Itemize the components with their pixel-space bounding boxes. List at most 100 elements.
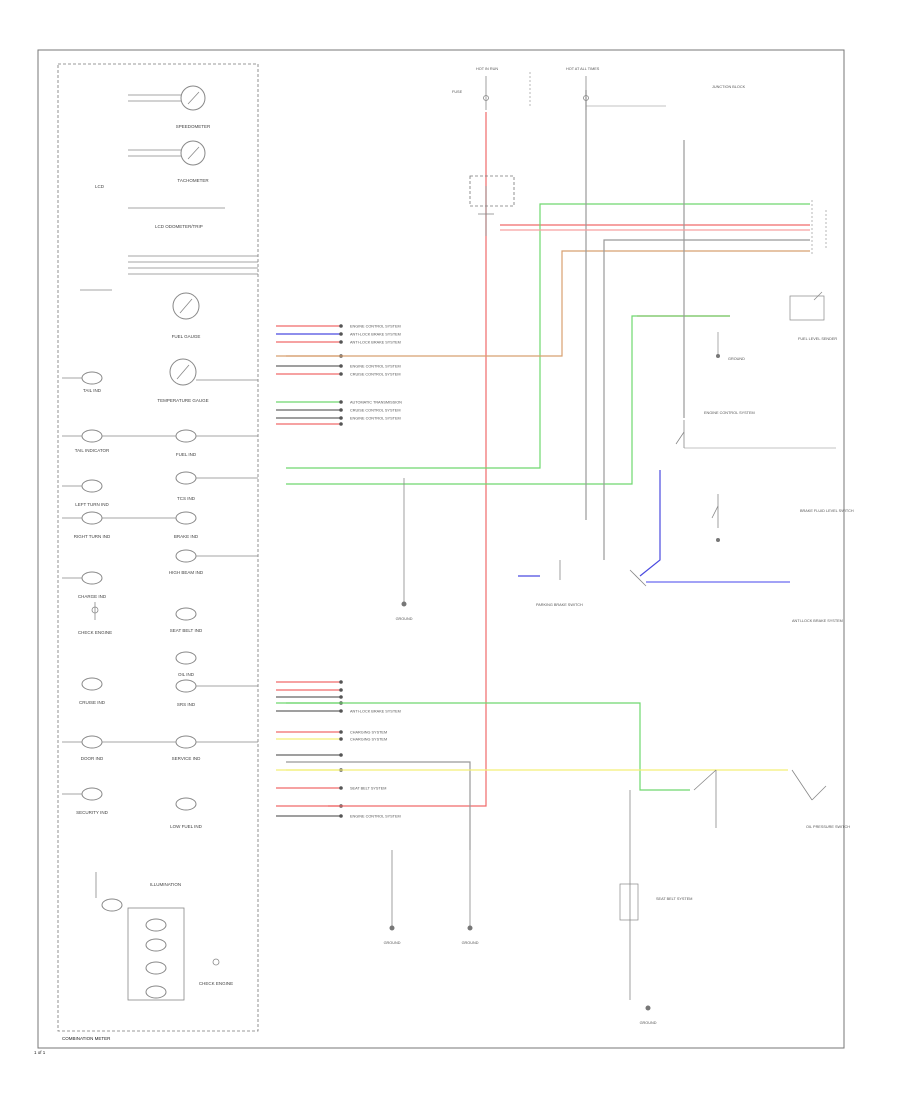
illumination-block: ILLUMINATION CHECK ENGINE <box>95 872 233 1001</box>
ground-center-1: GROUND <box>396 478 413 621</box>
lower-pin-terminal-2 <box>339 695 343 699</box>
srs-ind-bulb: SRS IND <box>175 679 258 707</box>
hot-at-all-times-label: HOT AT ALL TIMES <box>566 67 600 71</box>
brake-ind-label: BRAKE IND <box>174 534 199 539</box>
upper-pin-label-7: CRUISE CONTROL SYSTEM <box>350 409 401 413</box>
tcs-ind-label: TCS IND <box>177 496 196 501</box>
tail-ind-bulb: TAIL IND <box>62 371 103 393</box>
low-fuel-ind-label: LOW FUEL IND <box>170 824 203 829</box>
lower-connector-pins: ANTI-LOCK BRAKE SYSTEM CHARGING SYSTEM CHA… <box>276 680 401 819</box>
upper-connector-pins: ENGINE CONTROL SYSTEM ANTI-LOCK BRAKE SYS… <box>276 324 402 426</box>
srs-ind-label: SRS IND <box>177 702 196 707</box>
fuse-label-1: FUSE <box>452 90 463 94</box>
fuel-level-sender: FUEL LEVEL SENDER <box>789 291 837 341</box>
fuel-gauge-label: FUEL GAUGE <box>172 334 201 339</box>
fuel-ind-bulb: FUEL IND <box>102 429 258 457</box>
wire-red-main <box>328 112 487 807</box>
brake-ind-bulb: BRAKE IND <box>102 511 199 539</box>
upper-pin-terminal-5 <box>339 372 343 376</box>
ground-ecm: GROUND <box>716 332 745 361</box>
switch-upper-right: ENGINE CONTROL SYSTEM <box>675 411 836 449</box>
wire-green-1 <box>286 203 810 469</box>
tail-ind-label: TAIL IND <box>83 388 102 393</box>
diagram-frame <box>37 49 845 1049</box>
lower-pin-terminal-6 <box>339 737 343 741</box>
lower-pin-terminal-11 <box>339 814 343 818</box>
seat-belt-ind-label: SEAT BELT IND <box>170 628 203 633</box>
combination-meter-box <box>57 63 259 1032</box>
upper-pin-terminal-8 <box>339 416 343 420</box>
upper-pin-label-2: ANTI-LOCK BRAKE SYSTEM <box>350 341 401 345</box>
lower-pin-label-4: ANTI-LOCK BRAKE SYSTEM <box>350 710 401 714</box>
parking-brake-switch: PARKING BRAKE SWITCH ANTI-LOCK BRAKE SYS… <box>536 560 843 623</box>
upper-pin-label-5: CRUISE CONTROL SYSTEM <box>350 373 401 377</box>
fuse-top-right: HOT AT ALL TIMES <box>566 67 666 110</box>
tail-indicator-label: TAIL INDICATOR <box>75 448 110 453</box>
lcd-pin-label: LCD <box>95 184 105 189</box>
speedometer-label: SPEEDOMETER <box>176 124 211 129</box>
ground-center-2: GROUND <box>384 850 401 945</box>
ground-label-1: GROUND <box>728 357 745 361</box>
resistor-block <box>469 175 515 236</box>
upper-pin-label-8: ENGINE CONTROL SYSTEM <box>350 417 401 421</box>
lower-pin-terminal-1 <box>339 688 343 692</box>
parking-brake-switch-label: PARKING BRAKE SWITCH <box>536 603 583 607</box>
lower-pin-terminal-4 <box>339 709 343 713</box>
meter-harness-top <box>128 255 258 275</box>
right-turn-ind-bulb: RIGHT TURN IND <box>62 511 111 539</box>
upper-pin-label-6: AUTOMATIC TRANSMISSION <box>350 401 402 405</box>
lower-pin-label-9: SEAT BELT SYSTEM <box>350 787 386 791</box>
lower-pin-terminal-9 <box>339 786 343 790</box>
lower-pin-terminal-7 <box>339 753 343 757</box>
hot-in-run-label: HOT IN RUN <box>476 67 498 71</box>
wire-green-2 <box>286 315 730 485</box>
junction-block-label: JUNCTION BLOCK <box>712 85 746 89</box>
check-engine-sub-label: CHECK ENGINE <box>199 981 233 986</box>
upper-pin-terminal-4 <box>339 364 343 368</box>
lower-pin-terminal-0 <box>339 680 343 684</box>
temperature-gauge-label: TEMPERATURE GAUGE <box>157 398 208 403</box>
brake-fluid-switch: BRAKE FLUID LEVEL SWITCH <box>711 494 854 542</box>
service-ind-bulb: SERVICE IND <box>102 735 258 761</box>
left-turn-ind-label: LEFT TURN IND <box>75 502 109 507</box>
seat-belt-ind-bulb: SEAT BELT IND <box>170 607 203 633</box>
lower-pin-label-5: CHARGING SYSTEM <box>350 731 387 735</box>
wire-gray-1 <box>603 239 810 560</box>
ground-label-3: GROUND <box>384 941 401 945</box>
check-engine-label: CHECK ENGINE <box>78 630 112 635</box>
wire-orange <box>286 250 810 357</box>
wire-green-lower <box>286 702 690 791</box>
high-beam-ind-label: HIGH BEAM IND <box>169 570 204 575</box>
lower-pin-label-11: ENGINE CONTROL SYSTEM <box>350 815 401 819</box>
cruise-ind-bulb: CRUISE IND <box>79 677 106 705</box>
upper-pin-terminal-2 <box>339 340 343 344</box>
antilock-brake-label-r: ANTI-LOCK BRAKE SYSTEM <box>792 619 843 623</box>
security-ind-bulb: SECURITY IND <box>62 787 109 815</box>
ground-label-5: GROUND <box>640 1021 657 1025</box>
upper-pin-terminal-9 <box>339 422 343 426</box>
cruise-ind-label: CRUISE IND <box>79 700 106 705</box>
lower-pin-label-6: CHARGING SYSTEM <box>350 738 387 742</box>
door-ind-label: DOOR IND <box>81 756 104 761</box>
wire-gray-4 <box>286 761 471 850</box>
oil-pressure-switch: OIL PRESSURE SWITCH <box>693 769 850 829</box>
lower-pin-terminal-5 <box>339 730 343 734</box>
service-ind-label: SERVICE IND <box>172 756 201 761</box>
fuse-top-left: HOT IN RUN FUSE <box>452 67 498 110</box>
wire-blue-2 <box>639 470 661 577</box>
right-connector-edge <box>811 200 827 256</box>
seat-belt-switch: GROUND SEAT BELT SYSTEM <box>619 790 692 1025</box>
left-turn-ind-bulb: LEFT TURN IND <box>62 479 110 507</box>
fuel-level-sender-label: FUEL LEVEL SENDER <box>798 337 837 341</box>
fuel-gauge: FUEL GAUGE <box>80 289 201 339</box>
brake-fluid-switch-label: BRAKE FLUID LEVEL SWITCH <box>800 509 854 513</box>
upper-pin-terminal-6 <box>339 400 343 404</box>
security-ind-label: SECURITY IND <box>76 810 108 815</box>
oil-pressure-switch-label: OIL PRESSURE SWITCH <box>806 825 850 829</box>
charge-ind-label: CHARGE IND <box>78 594 107 599</box>
right-turn-ind-label: RIGHT TURN IND <box>74 534 111 539</box>
high-beam-ind-bulb: HIGH BEAM IND <box>169 549 258 575</box>
tachometer-label: TACHOMETER <box>177 178 209 183</box>
speedometer-gauge: SPEEDOMETER <box>128 85 211 129</box>
